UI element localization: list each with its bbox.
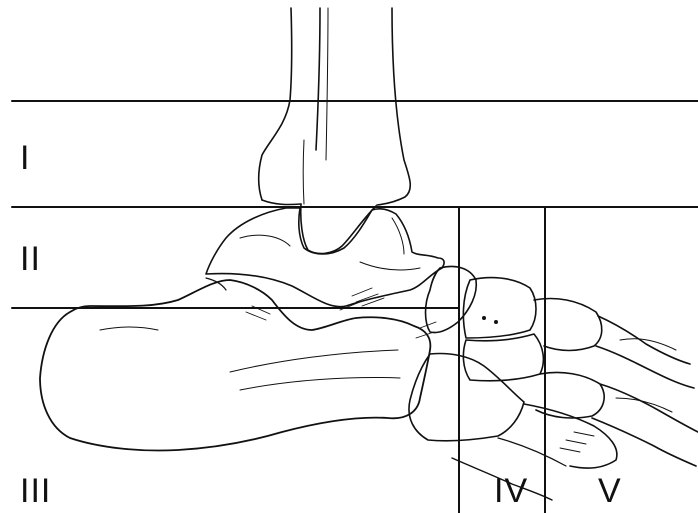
talus [206,208,444,307]
zone-label-iv: IV [494,474,528,508]
calcaneus [40,278,430,451]
zone-label-v: V [598,474,622,508]
zone-label-ii: II [20,242,41,276]
zone-label-iii: III [20,474,51,508]
metatarsals-phalanges [452,299,698,501]
tibia-fibula [259,8,411,253]
zone-label-i: I [20,141,30,175]
